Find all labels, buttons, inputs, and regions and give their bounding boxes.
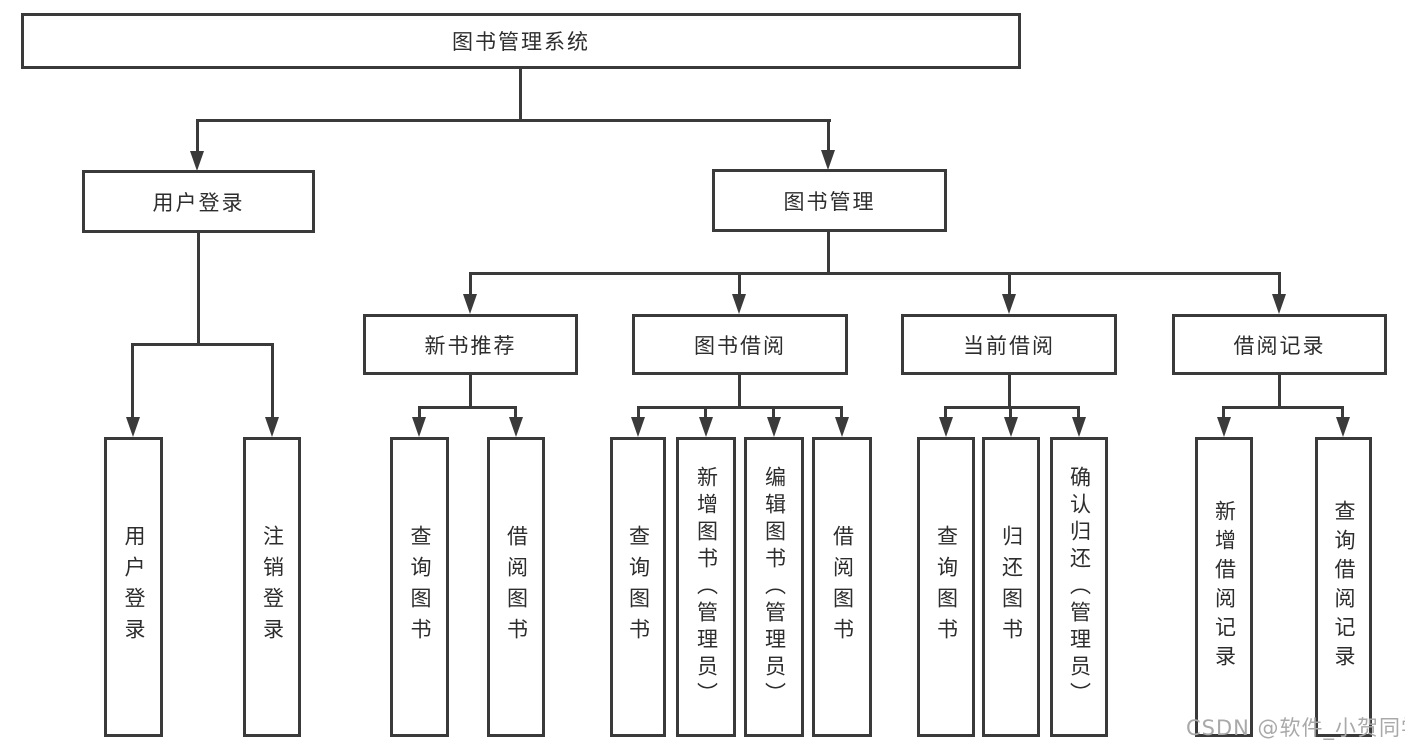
leaf-borrow-books-recommend: 借阅图书 xyxy=(487,437,545,737)
arrowhead xyxy=(699,417,713,437)
leaf-query-books-recommend: 查询图书 xyxy=(390,437,449,737)
arrowhead-new-rec xyxy=(463,294,477,314)
node-label: 图书管理 xyxy=(783,189,876,214)
arrowhead xyxy=(412,417,426,437)
leaf-label: 查询图书 xyxy=(408,525,432,649)
arrowhead xyxy=(1004,417,1018,437)
leaf-edit-books-admin: 编辑图书（管理员） xyxy=(744,437,804,737)
arrowhead xyxy=(1336,417,1350,437)
node-new-book-recommend: 新书推荐 xyxy=(363,314,578,375)
leaf-confirm-return-admin: 确认归还（管理员） xyxy=(1050,437,1108,737)
connector-drop xyxy=(514,406,517,420)
connector-bookmgmt-bar xyxy=(469,272,1281,275)
connector-root-bar xyxy=(196,119,831,122)
leaf-label: 注销登录 xyxy=(260,525,285,649)
connector-drop xyxy=(418,406,421,420)
node-book-management: 图书管理 xyxy=(712,169,947,232)
node-label: 当前借阅 xyxy=(963,333,1055,358)
node-label: 新书推荐 xyxy=(424,333,517,358)
node-borrowing-records: 借阅记录 xyxy=(1172,314,1387,375)
leaf-add-borrow-record: 新增借阅记录 xyxy=(1195,437,1253,737)
node-book-borrowing: 图书借阅 xyxy=(632,314,848,375)
leaf-label: 借阅图书 xyxy=(830,525,855,649)
node-label: 图书借阅 xyxy=(694,333,786,358)
connector-records-stem xyxy=(1278,374,1281,409)
node-current-borrowing: 当前借阅 xyxy=(901,314,1117,375)
connector-drop-logout xyxy=(271,343,274,419)
arrowhead-borrow-records xyxy=(1272,294,1286,314)
leaf-user-login: 用户登录 xyxy=(104,437,163,737)
leaf-label: 归还图书 xyxy=(999,525,1024,649)
connector-drop xyxy=(1009,406,1012,420)
arrowhead xyxy=(767,417,781,437)
connector-records-bar xyxy=(1222,406,1344,409)
connector-drop xyxy=(1222,406,1225,420)
leaf-query-books-borrowing: 查询图书 xyxy=(610,437,666,737)
csdn-watermark: CSDN @软件_小贺同学 xyxy=(1186,716,1405,740)
connector-newrec-bar xyxy=(418,406,517,409)
connector-bookborrow-bar xyxy=(637,406,843,409)
connector-drop xyxy=(1341,406,1344,420)
arrowhead-book-mgmt xyxy=(821,150,835,170)
arrowhead xyxy=(939,417,953,437)
arrowhead-logout xyxy=(265,417,279,437)
leaf-label: 编辑图书（管理员） xyxy=(762,465,787,709)
connector-drop-book-mgmt xyxy=(827,119,830,150)
node-label: 图书管理系统 xyxy=(452,30,590,54)
arrowhead-current-borrow xyxy=(1002,294,1016,314)
connector-current-bar xyxy=(944,406,1080,409)
connector-drop-book-borrow xyxy=(738,272,741,296)
leaf-label: 新增借阅记录 xyxy=(1212,500,1237,674)
leaf-borrow-books: 借阅图书 xyxy=(812,437,872,737)
connector-drop xyxy=(772,406,775,420)
arrowhead xyxy=(835,417,849,437)
leaf-label: 查询图书 xyxy=(934,525,959,649)
arrowhead xyxy=(631,417,645,437)
connector-drop xyxy=(704,406,707,420)
arrowhead-book-borrow xyxy=(732,294,746,314)
connector-drop-new-rec xyxy=(469,272,472,296)
node-root-library-system: 图书管理系统 xyxy=(21,13,1021,69)
node-user-login: 用户登录 xyxy=(82,170,315,233)
leaf-label: 新增图书（管理员） xyxy=(694,465,719,709)
connector-drop-login xyxy=(131,343,134,419)
connector-userlogin-stem xyxy=(197,233,200,346)
connector-current-stem xyxy=(1008,374,1011,409)
arrowhead xyxy=(509,417,523,437)
leaf-query-borrow-record: 查询借阅记录 xyxy=(1315,437,1372,737)
arrowhead-user-login xyxy=(190,151,204,171)
arrowhead-login xyxy=(126,417,140,437)
connector-drop-user-login xyxy=(196,119,199,152)
leaf-label: 用户登录 xyxy=(122,525,146,649)
arrowhead xyxy=(1072,417,1086,437)
leaf-return-books: 归还图书 xyxy=(982,437,1040,737)
connector-drop-borrow-records xyxy=(1278,272,1281,296)
node-label: 借阅记录 xyxy=(1233,333,1326,358)
connector-bookborrow-stem xyxy=(738,374,741,409)
leaf-query-books-current: 查询图书 xyxy=(917,437,975,737)
leaf-add-books-admin: 新增图书（管理员） xyxy=(676,437,736,737)
connector-drop-current-borrow xyxy=(1008,272,1011,296)
connector-drop xyxy=(840,406,843,420)
leaf-label: 确认归还（管理员） xyxy=(1067,465,1092,709)
leaf-logout: 注销登录 xyxy=(243,437,301,737)
node-label: 用户登录 xyxy=(152,190,245,215)
arrowhead xyxy=(1217,417,1231,437)
connector-drop xyxy=(1077,406,1080,420)
leaf-label: 查询借阅记录 xyxy=(1332,500,1356,674)
connector-drop xyxy=(637,406,640,420)
connector-userlogin-bar xyxy=(131,343,274,346)
connector-drop xyxy=(944,406,947,420)
leaf-label: 借阅图书 xyxy=(504,525,529,649)
connector-newrec-stem xyxy=(469,374,472,409)
connector-root-stem xyxy=(519,68,522,121)
leaf-label: 查询图书 xyxy=(626,525,651,649)
connector-bookmgmt-stem xyxy=(827,232,830,275)
